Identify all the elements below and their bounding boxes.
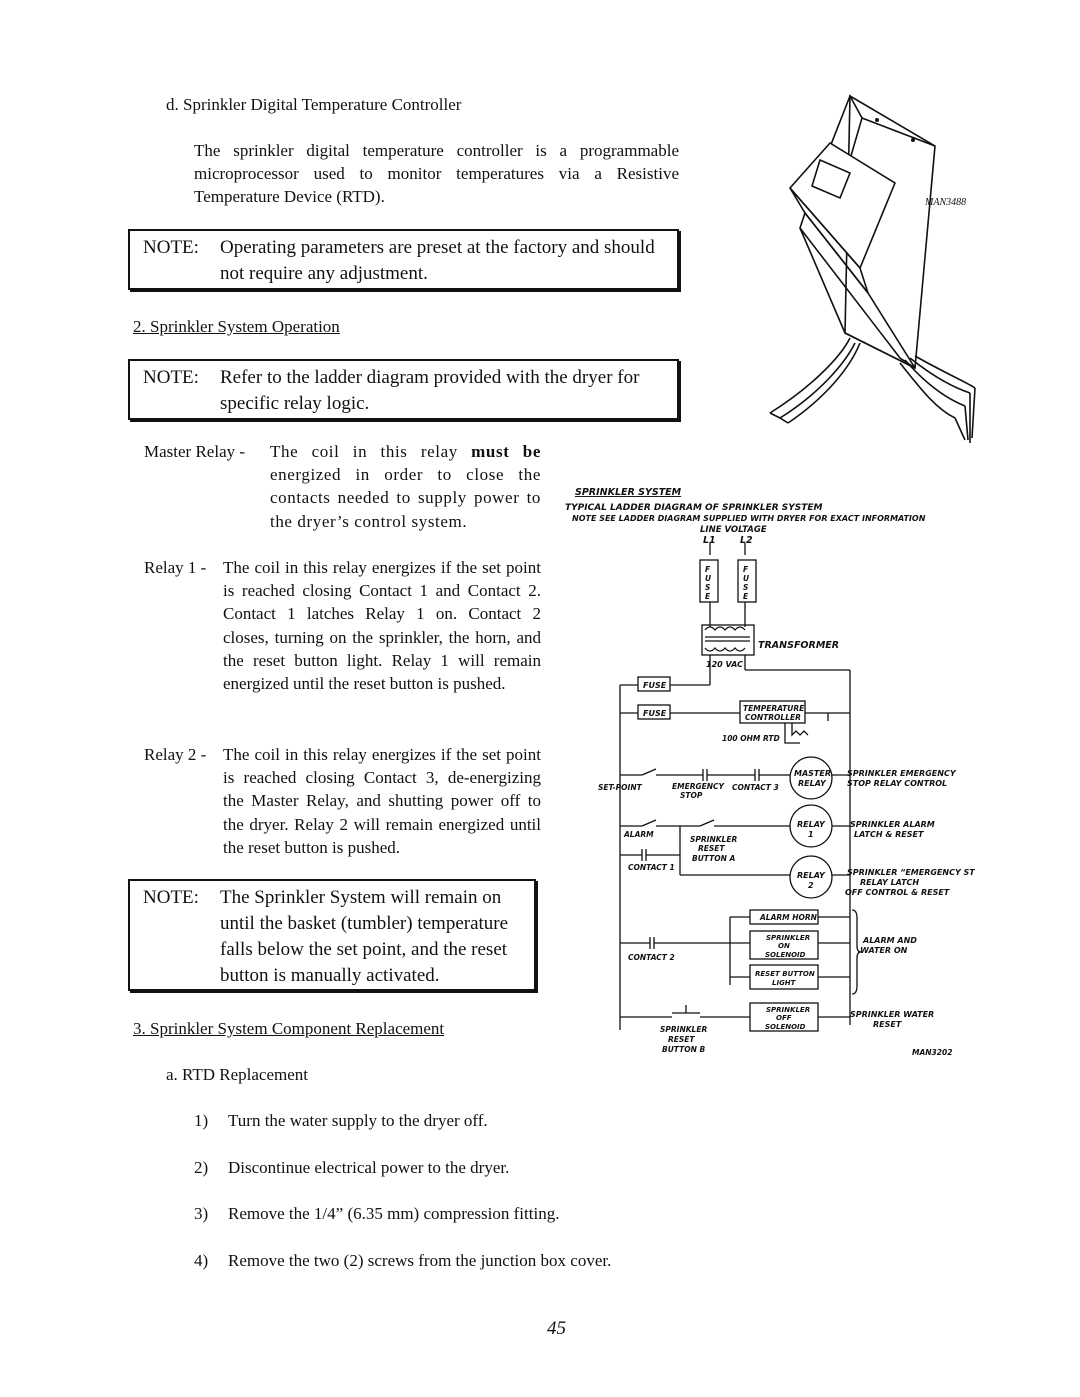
fuse-l1-letter: F <box>705 565 711 574</box>
water-reset-description: RESET <box>873 1020 902 1029</box>
relay-description: The coil in this relay must be energized… <box>270 442 542 531</box>
note-label: NOTE: <box>143 887 199 908</box>
sprinkler-on-solenoid-label: ON <box>778 942 790 950</box>
relay-term: Master Relay - <box>144 442 246 461</box>
note-label: NOTE: <box>143 367 199 388</box>
fuse-l2-letter: F <box>743 565 749 574</box>
emergency-stop-label: EMERGENCY <box>672 782 726 791</box>
reset-button-a-label: SPRINKLER <box>690 835 737 844</box>
relay-1-description: SPRINKLER ALARM <box>850 820 935 829</box>
l2-label: L2 <box>740 535 753 546</box>
temperature-controller-label: TEMPERATURE <box>743 704 805 713</box>
contact-1-label: CONTACT 1 <box>628 863 675 872</box>
relay-2-description: SPRINKLER “EMERGENCY STOP” <box>847 868 975 877</box>
section-2-heading: 2. Sprinkler System Operation <box>133 317 340 336</box>
master-relay-label: RELAY <box>798 779 827 788</box>
fuse-l2-letter: E <box>743 592 749 601</box>
relay-2-label: RELAY <box>797 871 826 880</box>
relay-definition-2: Relay 2 - The coil in this relay energiz… <box>144 743 541 863</box>
fuse-l2-letter: U <box>743 574 749 583</box>
section-3-heading: 3. Sprinkler System Component Replacemen… <box>133 1019 445 1038</box>
relay-term: Relay 1 - <box>144 558 207 577</box>
step-4: 4)Remove the two (2) screws from the jun… <box>194 1251 612 1270</box>
relay-2-label: 2 <box>808 881 814 890</box>
ladder-title: SPRINKLER SYSTEM <box>575 487 682 498</box>
contact-2-label: CONTACT 2 <box>628 953 675 962</box>
l1-label: L1 <box>703 535 716 546</box>
relay-definition-1: Relay 1 - The coil in this relay energiz… <box>144 556 541 720</box>
master-relay-description: STOP RELAY CONTROL <box>847 779 947 788</box>
ladder-subtitle: TYPICAL LADDER DIAGRAM OF SPRINKLER SYST… <box>565 503 823 513</box>
sprinkler-off-solenoid-label: OFF <box>776 1014 792 1022</box>
note-text: The Sprinkler System will remain on unti… <box>220 887 509 986</box>
ladder-note: NOTE SEE LADDER DIAGRAM SUPPLIED WITH DR… <box>572 514 926 523</box>
section-d-heading: d. Sprinkler Digital Temperature Control… <box>166 95 462 114</box>
relay-definition-master: Master Relay - The coil in this relay mu… <box>144 440 541 534</box>
page-number: 45 <box>547 1318 566 1339</box>
alarm-water-description: WATER ON <box>860 946 908 955</box>
reset-button-light-label: LIGHT <box>772 979 797 987</box>
relay-term: Relay 2 - <box>144 745 207 764</box>
master-relay-label: MASTER <box>794 769 831 778</box>
emergency-stop-label: STOP <box>680 791 703 800</box>
relay-2-description: RELAY LATCH <box>860 878 919 887</box>
sprinkler-off-solenoid-label: SPRINKLER <box>766 1006 810 1014</box>
note-label: NOTE: <box>143 237 199 258</box>
fuse-label: FUSE <box>643 709 667 718</box>
note-text: Operating parameters are preset at the f… <box>220 237 655 284</box>
set-point-label: SET-POINT <box>598 783 643 792</box>
step-1: 1)Turn the water supply to the dryer off… <box>194 1111 488 1130</box>
fuse-label: FUSE <box>643 681 667 690</box>
alarm-water-description: ALARM AND <box>862 936 917 945</box>
contact-3-label: CONTACT 3 <box>732 783 779 792</box>
fuse-l2-letter: S <box>743 583 748 592</box>
ladder-figure-code: MAN3202 <box>912 1048 952 1057</box>
fuse-l1-letter: E <box>705 592 711 601</box>
sprinkler-on-solenoid-label: SOLENOID <box>765 951 806 959</box>
water-reset-description: SPRINKLER WATER <box>850 1010 934 1019</box>
temperature-controller-label: CONTROLLER <box>745 713 801 722</box>
alarm-contact-label: ALARM <box>623 830 654 839</box>
relay-2-description: OFF CONTROL & RESET <box>845 888 950 897</box>
line-voltage-label: LINE VOLTAGE <box>700 525 767 535</box>
section-3a-heading: a. RTD Replacement <box>166 1065 309 1084</box>
note-text: Refer to the ladder diagram provided wit… <box>220 367 640 414</box>
fuse-l1-letter: U <box>705 574 711 583</box>
sprinkler-on-solenoid-label: SPRINKLER <box>766 934 810 942</box>
reset-button-a-label: BUTTON A <box>692 854 735 863</box>
relay-1-label: RELAY <box>797 820 826 829</box>
figure-code: MAN3488 <box>924 197 966 208</box>
reset-button-b-label: SPRINKLER <box>660 1025 707 1034</box>
temperature-controller-illustration: MAN3488 <box>769 94 976 443</box>
relay-1-description: LATCH & RESET <box>854 830 924 839</box>
note-box-1: NOTE: Operating parameters are preset at… <box>128 229 679 290</box>
reset-button-light-label: RESET BUTTON <box>755 970 815 978</box>
vac-label: 120 VAC <box>706 660 743 669</box>
reset-button-b-label: BUTTON B <box>662 1045 705 1054</box>
master-relay-description: SPRINKLER EMERGENCY <box>847 769 957 778</box>
section-d-paragraph: The sprinkler digital temperature contro… <box>194 141 679 206</box>
relay-description: The coil in this relay energizes if the … <box>223 745 541 857</box>
relay-1-label: 1 <box>808 830 814 839</box>
step-2: 2)Discontinue electrical power to the dr… <box>194 1158 510 1177</box>
step-3: 3)Remove the 1/4” (6.35 mm) compression … <box>194 1204 560 1223</box>
reset-button-a-label: RESET <box>698 844 725 853</box>
sprinkler-off-solenoid-label: SOLENOID <box>765 1023 806 1031</box>
reset-button-b-label: RESET <box>668 1035 695 1044</box>
rtd-label: 100 OHM RTD <box>722 734 780 743</box>
alarm-horn-label: ALARM HORN <box>759 913 818 922</box>
fuse-l1-letter: S <box>705 583 710 592</box>
relay-description: The coil in this relay energizes if the … <box>223 558 541 694</box>
note-box-3: NOTE: The Sprinkler System will remain o… <box>128 879 536 991</box>
note-box-2: NOTE: Refer to the ladder diagram provid… <box>128 359 679 420</box>
transformer-label: TRANSFORMER <box>758 640 839 651</box>
ladder-diagram: SPRINKLER SYSTEM TYPICAL LADDER DIAGRAM … <box>565 487 975 1057</box>
